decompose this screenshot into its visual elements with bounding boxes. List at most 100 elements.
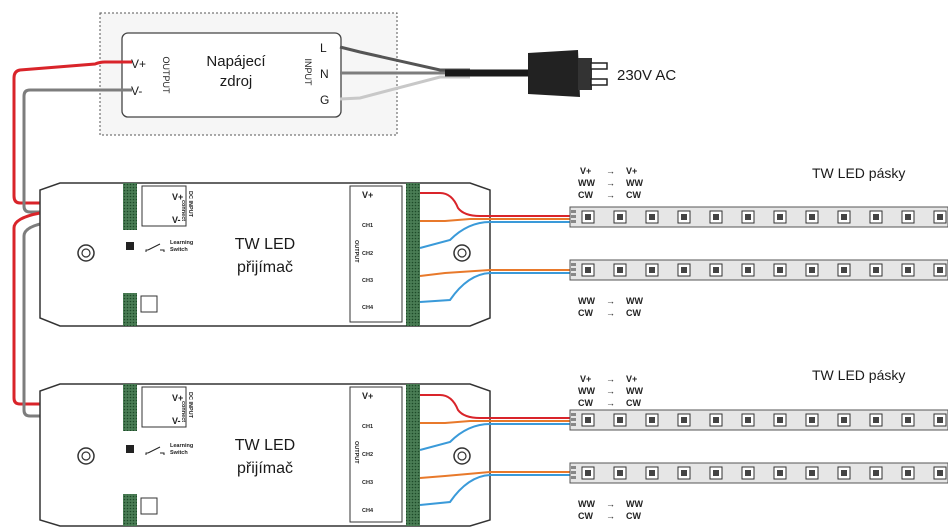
psu-input-label: INPUT — [303, 59, 313, 87]
psu-input-l: L — [320, 41, 327, 55]
strip-pad — [571, 263, 576, 266]
dc-connect-label: connect — [180, 401, 186, 422]
led-chip-core — [905, 417, 911, 423]
out-ch4: CH4 — [362, 305, 374, 311]
map-arrow-v: → — [606, 166, 615, 176]
aux-connector — [140, 295, 158, 313]
map-bottom-arrow-ww: → — [606, 296, 615, 306]
output-label: OUTPUT — [353, 240, 359, 263]
led-chip-core — [841, 267, 847, 273]
switch-symbol — [145, 446, 165, 455]
strip-band — [569, 462, 948, 484]
map-from-ww: WW — [578, 178, 595, 188]
strip-group-title: TW LED pásky — [812, 367, 905, 383]
led-chip-core — [713, 267, 719, 273]
learning-label-1: Learning — [170, 443, 193, 449]
receiver-2: V+ V- DC INPUT connect Learning Switch V… — [39, 383, 491, 527]
plug-prong-1 — [590, 62, 608, 70]
mount-hole-right-inner — [457, 451, 467, 461]
out-ch2: CH2 — [362, 452, 373, 458]
led-chip-core — [617, 470, 623, 476]
plug-head — [578, 58, 592, 90]
led-chip-core — [905, 470, 911, 476]
led-chip-core — [713, 470, 719, 476]
led-chip-core — [681, 470, 687, 476]
out-ch3: CH3 — [362, 278, 373, 284]
led-chip-core — [873, 470, 879, 476]
psu-input-n: N — [320, 67, 329, 81]
led-chip-core — [745, 417, 751, 423]
led-chip-core — [649, 417, 655, 423]
output-terminal — [406, 384, 420, 526]
led-chip-core — [777, 267, 783, 273]
mains-plug: 230V AC — [528, 50, 676, 97]
mount-hole-left-inner — [81, 248, 91, 258]
led-chip-core — [649, 214, 655, 220]
led-chip-core — [649, 267, 655, 273]
psu-input-g: G — [320, 93, 329, 107]
strip-wires-1 — [419, 192, 570, 303]
map-bottom-from-ww: WW — [578, 499, 595, 509]
led-chip-core — [873, 417, 879, 423]
led-chip-core — [585, 267, 591, 273]
receiver-1: V+ V- DC INPUT connect Learning Switch V… — [39, 182, 491, 327]
receiver-title-line1: TW LED — [235, 236, 295, 253]
led-strip-2b — [569, 462, 948, 484]
dc-input-terminal — [123, 183, 137, 230]
dc-input-terminal — [123, 384, 137, 431]
learning-button[interactable] — [126, 445, 134, 453]
map-arrow-cw: → — [606, 398, 615, 408]
led-chip-core — [777, 417, 783, 423]
output-label: OUTPUT — [353, 441, 359, 464]
mount-hole-left-inner — [81, 451, 91, 461]
led-strip-1a — [569, 206, 948, 228]
strip-group-1: TW LED pásky V+ → V+ WW → WW CW → CW WW … — [569, 165, 948, 318]
dc-input-box — [141, 185, 187, 227]
led-strip-2a — [569, 409, 948, 431]
map-arrow-cw: → — [606, 190, 615, 200]
led-chip-core — [873, 214, 879, 220]
led-chip-core — [841, 417, 847, 423]
led-chip-core — [937, 470, 943, 476]
led-chip-core — [905, 267, 911, 273]
map-bottom-from-cw: CW — [578, 511, 593, 521]
mount-hole-right-inner — [457, 248, 467, 258]
output-box — [349, 185, 403, 323]
receiver-title-line2: přijímač — [237, 259, 293, 276]
out-ch1: CH1 — [362, 424, 373, 430]
map-to-ww: WW — [626, 178, 643, 188]
aux-terminal — [123, 293, 137, 326]
led-chip-core — [809, 267, 815, 273]
led-chip-core — [937, 417, 943, 423]
aux-connector — [140, 497, 158, 515]
map-to-ww: WW — [626, 386, 643, 396]
led-chip-core — [809, 214, 815, 220]
dc-input-box — [141, 386, 187, 428]
strip-pad — [571, 273, 576, 276]
led-chip-core — [841, 470, 847, 476]
map-arrow-ww: → — [606, 386, 615, 396]
strip-pad — [571, 413, 576, 416]
dc-connect-label: connect — [180, 200, 186, 221]
output-terminal — [406, 183, 420, 326]
strip-pad — [571, 215, 576, 218]
psu-title-line1: Napájecí — [206, 53, 266, 70]
strip-pad — [571, 268, 576, 271]
map-bottom-to-ww: WW — [626, 499, 643, 509]
dc-input-v-minus: V- — [172, 416, 181, 426]
learning-button[interactable] — [126, 242, 134, 250]
map-bottom-to-cw: CW — [626, 511, 641, 521]
led-chip-core — [777, 214, 783, 220]
psu-title-line2: zdroj — [220, 73, 253, 90]
map-from-cw: CW — [578, 190, 593, 200]
learning-label-2: Switch — [170, 247, 188, 253]
psu-output-label: OUTPUT — [161, 57, 171, 95]
dc-input-label: DC INPUT — [187, 392, 193, 419]
out-ch4: CH4 — [362, 508, 374, 514]
led-strip-1b — [569, 259, 948, 281]
map-bottom-arrow-cw: → — [606, 308, 615, 318]
mains-label: 230V AC — [617, 67, 676, 84]
strip-pad — [571, 423, 576, 426]
